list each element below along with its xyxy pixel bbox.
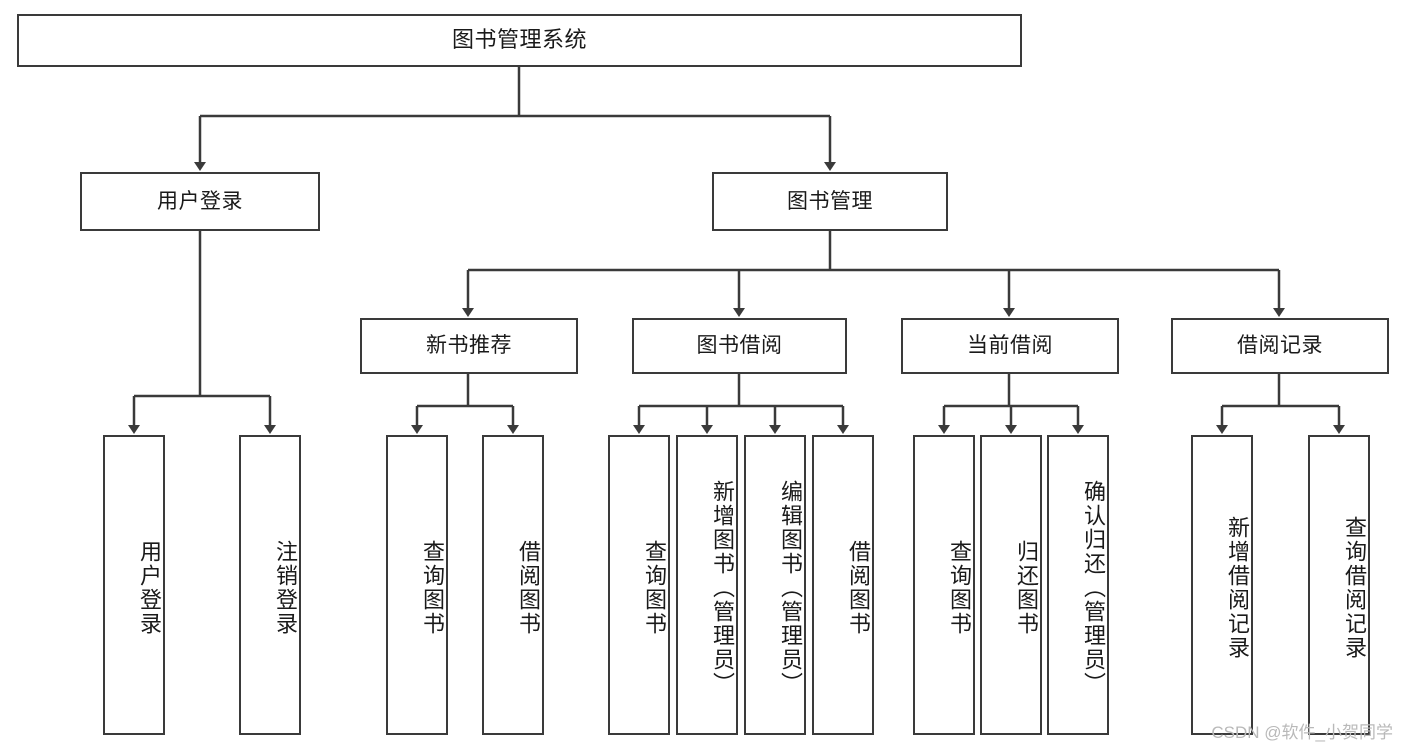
- node-label: 确认归还（管理员）: [1081, 480, 1106, 696]
- node-book-borrow[interactable]: 图书借阅: [632, 318, 847, 374]
- leaf-borrow-record-query-record[interactable]: 查询借阅记录: [1308, 435, 1370, 735]
- leaf-new-book-query-book[interactable]: 查询图书: [386, 435, 448, 735]
- node-label: 查询图书: [947, 540, 972, 636]
- node-label: 借阅图书: [846, 540, 871, 636]
- node-label: 查询借阅记录: [1342, 516, 1367, 660]
- leaf-user-login-logout[interactable]: 注销登录: [239, 435, 301, 735]
- node-label: 新书推荐: [426, 334, 512, 358]
- leaf-current-borrow-query-book[interactable]: 查询图书: [913, 435, 975, 735]
- node-label: 用户登录: [157, 189, 243, 213]
- node-book-management-system[interactable]: 图书管理系统: [17, 14, 1022, 67]
- node-current-borrow[interactable]: 当前借阅: [901, 318, 1119, 374]
- node-label: 新增借阅记录: [1225, 516, 1250, 660]
- node-label: 编辑图书（管理员）: [778, 480, 803, 696]
- node-label: 当前借阅: [967, 334, 1053, 358]
- node-label: 图书管理: [787, 189, 873, 213]
- leaf-borrow-record-add-record[interactable]: 新增借阅记录: [1191, 435, 1253, 735]
- node-label: 借阅图书: [516, 540, 541, 636]
- leaf-book-borrow-add-book-admin[interactable]: 新增图书（管理员）: [676, 435, 738, 735]
- leaf-book-borrow-edit-book-admin[interactable]: 编辑图书（管理员）: [744, 435, 806, 735]
- watermark-text: CSDN @软件_小贺同学: [1211, 723, 1393, 742]
- node-label: 图书管理系统: [451, 27, 587, 53]
- node-borrow-record[interactable]: 借阅记录: [1171, 318, 1389, 374]
- node-label: 图书借阅: [696, 334, 783, 358]
- node-label: 用户登录: [137, 540, 162, 636]
- node-label: 查询图书: [420, 540, 445, 636]
- node-book-management[interactable]: 图书管理: [712, 172, 948, 231]
- node-label: 归还图书: [1014, 540, 1039, 636]
- leaf-book-borrow-query-book[interactable]: 查询图书: [608, 435, 670, 735]
- node-user-login[interactable]: 用户登录: [80, 172, 320, 231]
- leaf-current-borrow-confirm-return-admin[interactable]: 确认归还（管理员）: [1047, 435, 1109, 735]
- leaf-user-login-login[interactable]: 用户登录: [103, 435, 165, 735]
- leaf-book-borrow-borrow-book[interactable]: 借阅图书: [812, 435, 874, 735]
- leaf-new-book-borrow-book[interactable]: 借阅图书: [482, 435, 544, 735]
- node-label: 查询图书: [642, 540, 667, 636]
- node-label: 借阅记录: [1237, 334, 1323, 358]
- node-label: 注销登录: [273, 540, 298, 636]
- node-label: 新增图书（管理员）: [710, 480, 735, 696]
- leaf-current-borrow-return-book[interactable]: 归还图书: [980, 435, 1042, 735]
- node-new-book-recommend[interactable]: 新书推荐: [360, 318, 578, 374]
